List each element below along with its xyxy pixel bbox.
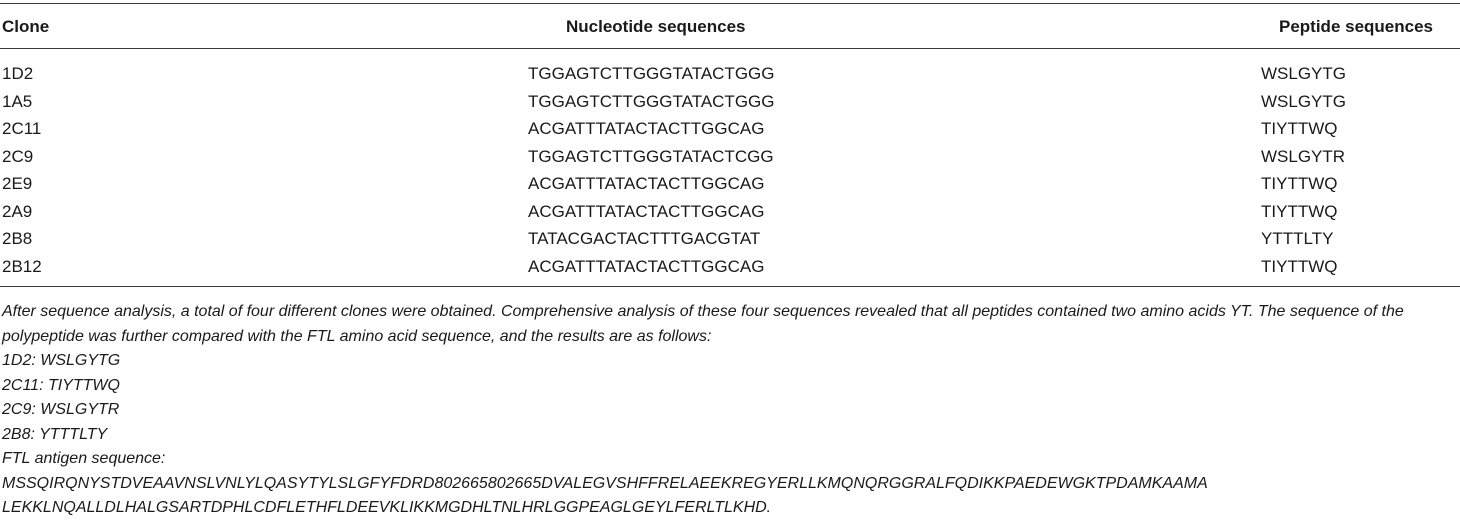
- cell-clone: 2C9: [2, 146, 34, 166]
- cell-clone: 1A5: [2, 91, 33, 111]
- cell-nucleotide: TGGAGTCTTGGGTATACTCGG: [528, 146, 774, 166]
- header-peptide-sequences: Peptide sequences: [1279, 17, 1434, 36]
- sequence-table: Clone Nucleotide sequences Peptide seque…: [0, 3, 1460, 287]
- cell-nucleotide: TGGAGTCTTGGGTATACTGGG: [528, 91, 775, 111]
- table-row: 1A5 TGGAGTCTTGGGTATACTGGG WSLGYTG: [0, 90, 1460, 118]
- ftl-sequence-line-2: LEKKLNQALLDLHALGSARTDPHLCDFLETHFLDEEVKLI…: [2, 499, 772, 516]
- table-row: 2E9 ACGATTTATACTACTTGGCAG TIYTTWQ: [0, 172, 1460, 200]
- cell-nucleotide: TGGAGTCTTGGGTATACTGGG: [528, 64, 775, 83]
- cell-peptide: YTTTLTY: [1261, 229, 1334, 248]
- cell-nucleotide: TATACGACTACTTTGACGTAT: [528, 229, 761, 248]
- table-top-rule: [0, 3, 1460, 4]
- cell-clone: 2A9: [2, 201, 33, 221]
- table-row: 2C11 ACGATTTATACTACTTGGCAG TIYTTWQ: [0, 117, 1460, 145]
- cell-peptide: WSLGYTG: [1261, 64, 1347, 83]
- footnote-line-2c9: 2C9: WSLGYTR: [2, 401, 120, 418]
- footnote-line-2b8: 2B8: YTTTLTY: [2, 425, 108, 443]
- footnote-ftl-label: FTL antigen sequence:: [2, 450, 166, 467]
- cell-peptide: TIYTTWQ: [1261, 201, 1338, 221]
- cell-clone: 2B8: [2, 229, 33, 248]
- cell-peptide: TIYTTWQ: [1261, 174, 1338, 193]
- cell-clone: 1D2: [2, 64, 34, 83]
- cell-clone: 2E9: [2, 174, 33, 193]
- cell-peptide: WSLGYTG: [1261, 91, 1347, 111]
- table-header-row: Clone Nucleotide sequences Peptide seque…: [0, 4, 1460, 48]
- table-header-rule: [0, 48, 1460, 49]
- table-row: 1D2 TGGAGTCTTGGGTATACTGGG WSLGYTG: [0, 62, 1460, 90]
- table-row: 2B12 ACGATTTATACTACTTGGCAG TIYTTWQ: [0, 255, 1460, 283]
- cell-nucleotide: ACGATTTATACTACTTGGCAG: [528, 256, 765, 276]
- cell-peptide: TIYTTWQ: [1261, 119, 1338, 138]
- table-body: 1D2 TGGAGTCTTGGGTATACTGGG WSLGYTG 1A5 TG…: [0, 49, 1460, 286]
- table-row: 2A9 ACGATTTATACTACTTGGCAG TIYTTWQ: [0, 200, 1460, 228]
- ftl-sequence-line-1: MSSQIRQNYSTDVEAAVNSLVNLYLQASYTYLSLGFYFDR…: [2, 474, 1208, 492]
- cell-nucleotide: ACGATTTATACTACTTGGCAG: [528, 119, 765, 138]
- cell-nucleotide: ACGATTTATACTACTTGGCAG: [528, 201, 765, 221]
- cell-peptide: TIYTTWQ: [1261, 256, 1338, 276]
- table-row: 2B8 TATACGACTACTTTGACGTAT YTTTLTY: [0, 227, 1460, 255]
- footnote-line-2c11: 2C11: TIYTTWQ: [2, 376, 120, 394]
- table-bottom-rule: [0, 286, 1460, 287]
- table-footnote: After sequence analysis, a total of four…: [2, 300, 1458, 521]
- cell-nucleotide: ACGATTTATACTACTTGGCAG: [528, 174, 765, 193]
- header-nucleotide-sequences: Nucleotide sequences: [566, 17, 746, 36]
- cell-clone: 2B12: [2, 256, 42, 276]
- cell-clone: 2C11: [2, 119, 42, 138]
- header-clone: Clone: [2, 17, 50, 36]
- table-row: 2C9 TGGAGTCTTGGGTATACTCGG WSLGYTR: [0, 145, 1460, 173]
- footnote-line-1d2: 1D2: WSLGYTG: [2, 352, 121, 369]
- cell-peptide: WSLGYTR: [1261, 146, 1346, 166]
- footnote-paragraph: After sequence analysis, a total of four…: [2, 303, 1404, 345]
